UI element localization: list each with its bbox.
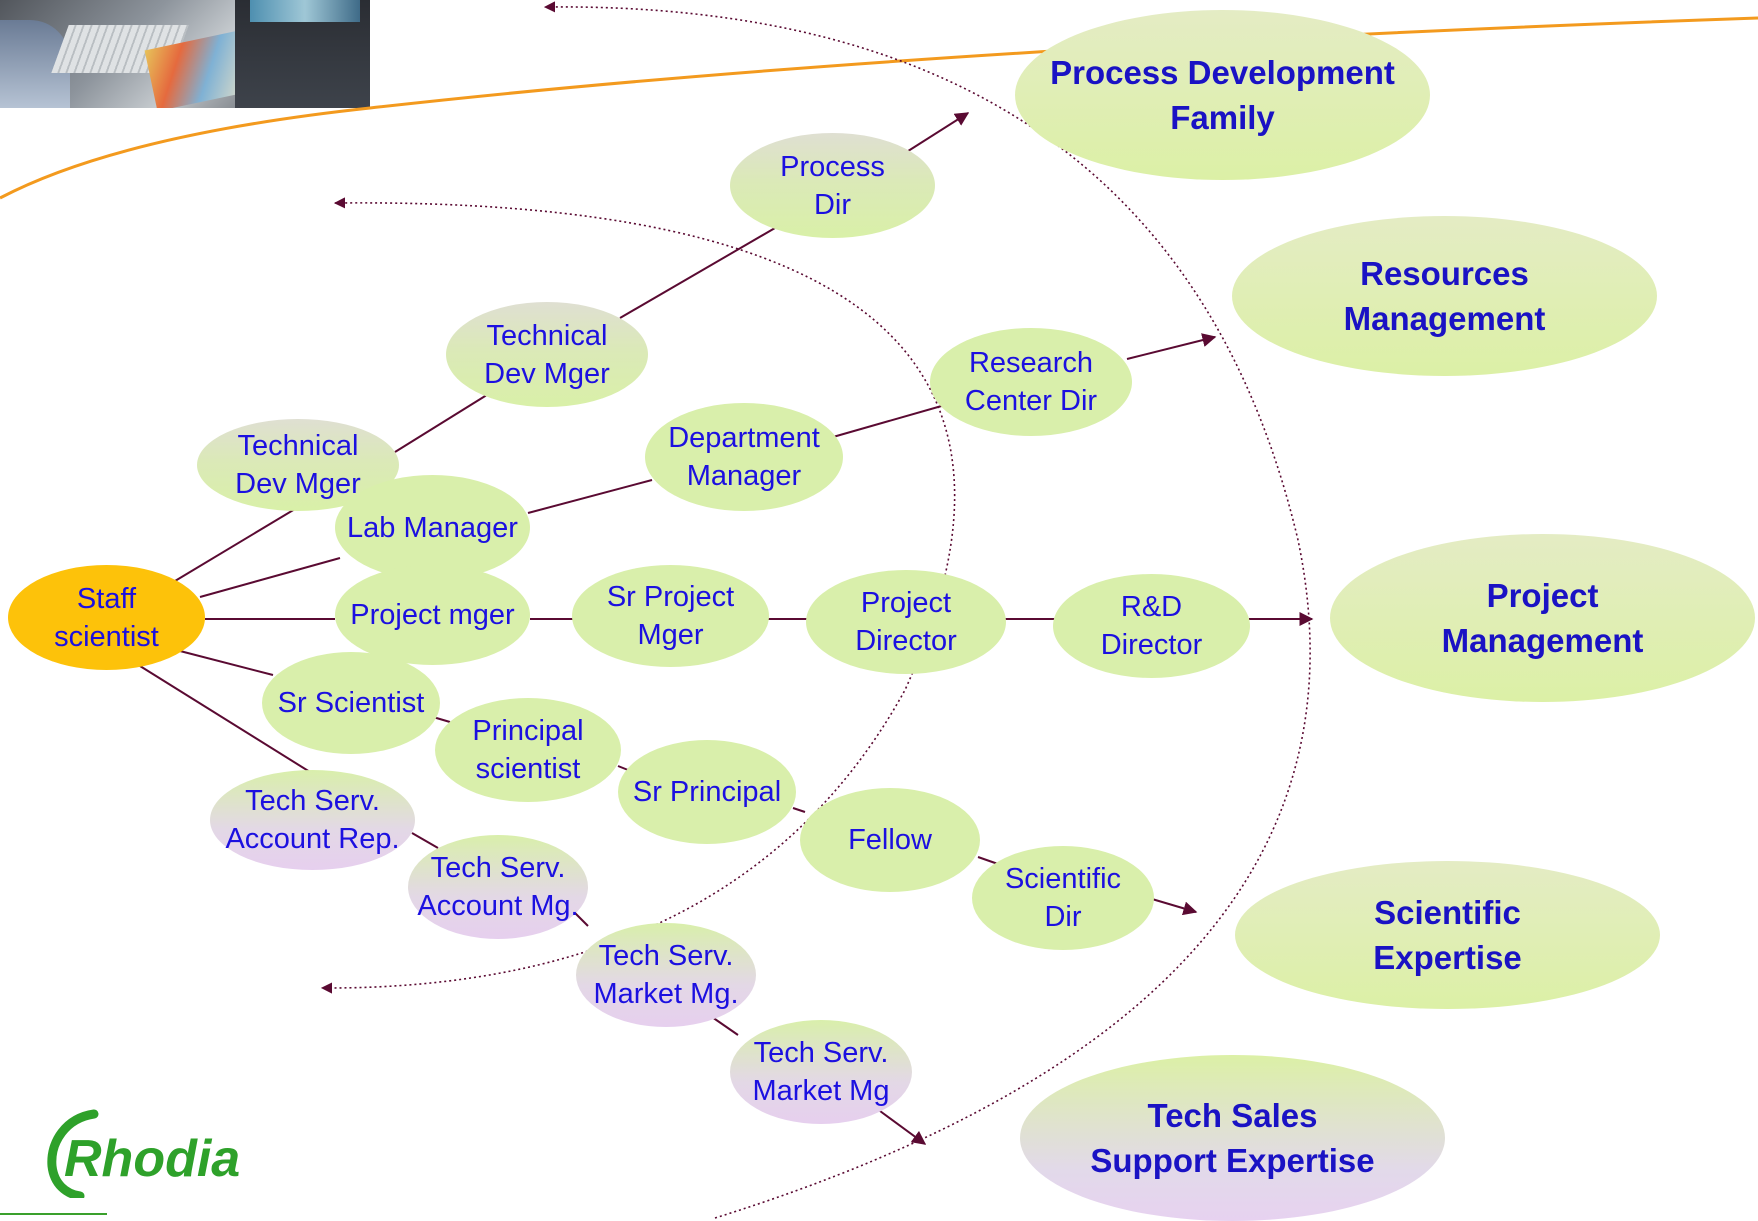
node-sr-scientist: Sr Scientist [262, 652, 440, 754]
node-sr-principal: Sr Principal [618, 740, 796, 844]
edge-staff-srscientist [179, 650, 274, 676]
edge-srprincipal-fellow [792, 807, 806, 813]
family-scientific-expertise: Scientific Expertise [1235, 861, 1660, 1009]
family-project-management: Project Management [1330, 534, 1755, 702]
outer-dotted-arc [543, 1, 1311, 1219]
node-fellow: Fellow [800, 788, 980, 892]
node-research-center-dir: Research Center Dir [930, 328, 1132, 436]
edge-staff-techdev [174, 499, 311, 582]
node-tech-serv-account-rep: Tech Serv. Account Rep. [210, 770, 415, 870]
edge-processdir-family [904, 112, 970, 154]
node-staff-scientist: Staff scientist [8, 565, 205, 670]
logo-text: Rhodia [64, 1130, 240, 1188]
node-process-dir: Process Dir [730, 133, 935, 238]
family-tech-sales-support: Tech Sales Support Expertise [1020, 1055, 1445, 1221]
node-lab-manager: Lab Manager [335, 475, 530, 580]
rhodia-logo: Rhodia [47, 1109, 240, 1198]
node-tech-serv-market-mg-1: Tech Serv. Market Mg. [576, 923, 756, 1027]
node-department-manager: Department Manager [645, 403, 843, 511]
node-tech-serv-account-mg: Tech Serv. Account Mg. [408, 835, 588, 939]
family-resources-management: Resources Management [1232, 216, 1657, 376]
node-principal-scientist: Principal scientist [435, 698, 621, 802]
node-rd-director: R&D Director [1053, 574, 1250, 678]
edge-staff-techrep [139, 665, 311, 773]
edge-techmkt2-family [879, 1110, 927, 1145]
node-project-mger: Project mger [335, 565, 530, 665]
edge-lab-dept [527, 479, 653, 514]
edge-techmkt-techmkt2 [711, 1016, 739, 1036]
edge-techdev-techdev2 [394, 392, 491, 453]
node-sr-project-mger: Sr Project Mger [572, 565, 769, 667]
edge-research-family [1126, 333, 1217, 360]
edge-staff-lab [199, 557, 341, 598]
node-scientific-dir: Scientific Dir [972, 846, 1154, 950]
edge-scidir-family [1151, 898, 1198, 916]
logo-underline [0, 1213, 107, 1215]
node-project-director: Project Director [806, 570, 1006, 674]
photo-screen [250, 0, 360, 22]
computer-operator-photo [0, 0, 370, 108]
node-technical-dev-mger-2: Technical Dev Mger [446, 302, 648, 407]
node-tech-serv-market-mg-2: Tech Serv. Market Mg [730, 1020, 912, 1124]
edge-techrep-techacct [411, 832, 439, 849]
edge-dept-research [832, 404, 946, 438]
edge-techdev2-processdir [619, 227, 776, 319]
family-process-development: Process Development Family [1015, 10, 1430, 180]
